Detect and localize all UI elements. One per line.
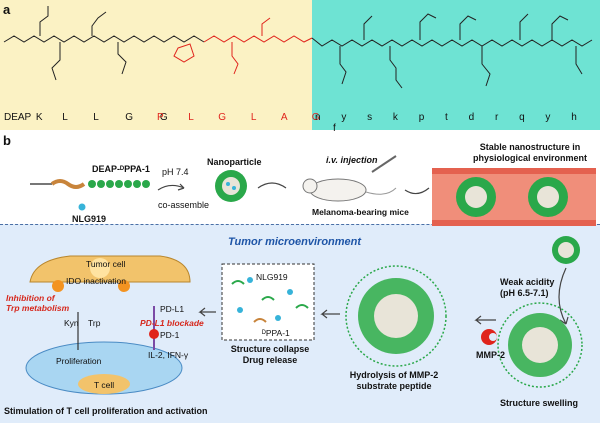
seq-d: d [468,112,475,123]
inhibition-line1: Inhibition of [6,293,55,303]
mmp2-label: MMP-2 [476,350,505,360]
pdl1-blockade-label: PD-L1 blockade [140,318,204,328]
seq-y1: y [341,112,347,123]
seq-red-g1: G [218,112,227,123]
seq-s: s [367,112,373,123]
pdl1-label: PD-L1 [160,304,185,314]
mmp2-enzyme-icon [481,329,497,345]
drug-label: NLG919 [72,214,107,224]
peptide-backbone-red [173,17,313,75]
swollen-nanoparticle [497,302,583,388]
seq-k2: k [392,112,398,123]
nlg919-drug-dot [78,203,86,211]
blood-vessel-icon [432,168,596,226]
acidity-line2: (pH 6.5-7.1) [500,288,549,298]
sequence-right: n y s k p t d r q y h f [315,112,600,134]
hydrolysis-nanoparticle [345,265,447,367]
arrow-to-hydrolysis [474,315,496,325]
box-nlg919-label: NLG919 [256,272,288,282]
panel-a-label: a [3,2,11,17]
seq-q: q [519,112,525,123]
seq-l1: L [62,112,68,123]
conjugate-label: DEAP-ᴰPPA-1 [92,164,150,174]
panel-b-label: b [3,133,11,148]
tumor-cell-graphic [29,255,191,283]
seq-l2: L [93,112,99,123]
tcell-label: T cell [94,380,115,390]
coassemble-label: co-assemble [158,200,210,210]
peptide-backbone-left [3,6,205,81]
trp-label: Trp [88,318,101,328]
inhibition-label: Inhibition of Trp metabolism [6,293,69,313]
mouse-icon [302,155,397,202]
stable-nanostructure-label: Stable nanostructure in physiological en… [460,142,600,164]
sequence-start: DEAP K L L G G [4,112,168,123]
drug-release-box [221,263,315,341]
tcell-graphic [25,341,183,395]
mice-label: Melanoma-bearing mice [312,207,409,217]
peptide-backbone-right [311,13,593,89]
seq-deap: DEAP [4,112,32,123]
ph-label: pH 7.4 [162,167,189,177]
nanoparticle-icon [215,170,247,202]
ppa-conjugate-molecule [30,179,150,189]
tumor-cell-label: Tumor cell [86,259,126,269]
seq-red-a: A [280,112,287,123]
seq-g1: G [125,112,134,123]
seq-red-g2: G [311,112,320,123]
arrow-to-tumor-cell [198,307,216,317]
hydrolysis-line1: Hydrolysis of MMP-2 [349,370,439,380]
kyn-label: Kyn [64,318,79,328]
arrow-to-swelling [558,267,569,325]
arrow-to-vessel [404,187,430,195]
arrow-to-mouse [257,182,287,189]
seq-p: P [157,112,164,123]
blockade-x-icon [149,329,159,339]
seq-g2: G [159,112,168,123]
seq-h: h [571,112,577,123]
sequence-red: P L G L A G [157,112,320,123]
seq-n: n [315,112,321,123]
inhibition-line2: Trp metabolism [6,303,70,313]
released-particles [231,277,309,323]
stable-line1: Stable nanostructure in [479,142,581,152]
ido-enzyme-icons [52,280,130,292]
hydrolysis-label: Hydrolysis of MMP-2 substrate peptide [344,370,444,392]
collapse-line2: Drug release [242,355,298,365]
arrow-to-collapse [320,309,340,319]
seq-y2: y [545,112,551,123]
stimulation-label: Stimulation of T cell proliferation and … [4,406,208,416]
seq-k: K [35,112,43,123]
cytokine-label: IL-2, IFN-γ [148,350,189,360]
ido-inactivation-label: IDO inactivation [66,276,126,286]
panel-a-right-background [312,0,600,130]
tumor-microenvironment-title: Tumor microenvironment [228,236,362,248]
box-ppa-label: ᴰPPA-1 [262,328,290,338]
panel-a-left-background [0,0,312,130]
seq-t: t [445,112,448,123]
seq-f: f [333,123,336,134]
seq-red-l2: L [250,112,257,123]
acidity-line1: Weak acidity [500,277,555,287]
seq-p2: p [418,112,425,123]
seq-r: r [494,112,499,123]
small-nanoparticle-top-right [552,236,580,264]
arrow-coassemble [157,183,185,191]
hydrolysis-line2: substrate peptide [356,381,432,391]
nanoparticle-label: Nanoparticle [207,157,262,167]
pd1-label: PD-1 [160,330,180,340]
collapse-line1: Structure collapse [230,344,310,354]
proliferation-label: Proliferation [56,356,102,366]
seq-red-l1: L [188,112,194,123]
collapse-label: Structure collapse Drug release [226,344,314,366]
acidity-label: Weak acidity (pH 6.5-7.1) [500,277,554,299]
iv-injection-label: i.v. injection [326,155,378,165]
syringe-icon [371,155,397,173]
stable-line2: physiological environment [472,153,588,163]
swelling-label: Structure swelling [500,398,579,408]
